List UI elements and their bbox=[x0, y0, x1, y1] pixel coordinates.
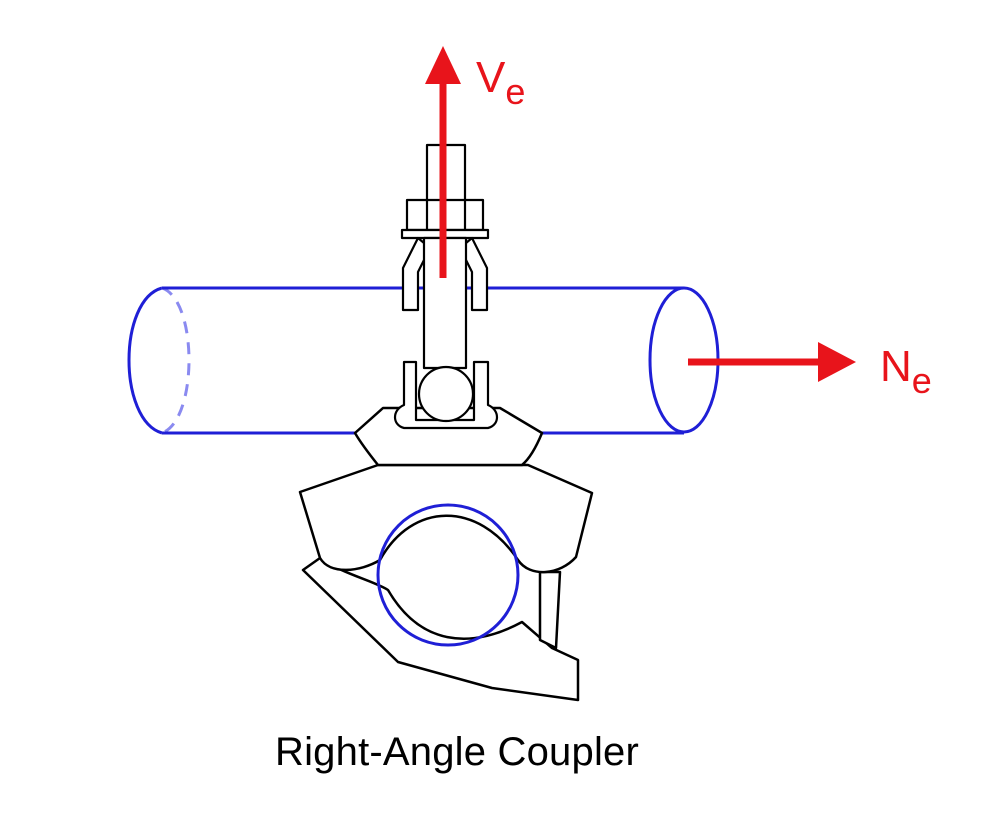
force-horizontal-subscript: e bbox=[912, 360, 932, 401]
force-horizontal: Ne bbox=[688, 342, 932, 401]
force-vertical-arrowhead bbox=[425, 46, 461, 84]
coupler-upper-jaw bbox=[298, 463, 594, 574]
figure-caption: Right-Angle Coupler bbox=[275, 730, 639, 774]
tube-left-end-visible bbox=[127, 286, 163, 435]
hinge-housing bbox=[393, 360, 499, 430]
force-vertical-label: Ve bbox=[476, 53, 525, 112]
coupler-side-plate bbox=[538, 570, 562, 650]
cross-tube-section bbox=[376, 503, 520, 647]
coupler-bottom-jaw bbox=[301, 556, 580, 702]
force-horizontal-symbol: N bbox=[880, 342, 912, 391]
coupler-lower-body bbox=[298, 406, 594, 702]
hinge-pin bbox=[417, 365, 475, 423]
force-horizontal-label: Ne bbox=[880, 342, 932, 401]
force-vertical-symbol: V bbox=[476, 53, 506, 102]
force-vertical-subscript: e bbox=[505, 71, 525, 112]
force-horizontal-arrowhead bbox=[818, 342, 856, 382]
force-vertical: Ve bbox=[425, 46, 525, 278]
tube-left-end-hidden bbox=[161, 286, 191, 435]
